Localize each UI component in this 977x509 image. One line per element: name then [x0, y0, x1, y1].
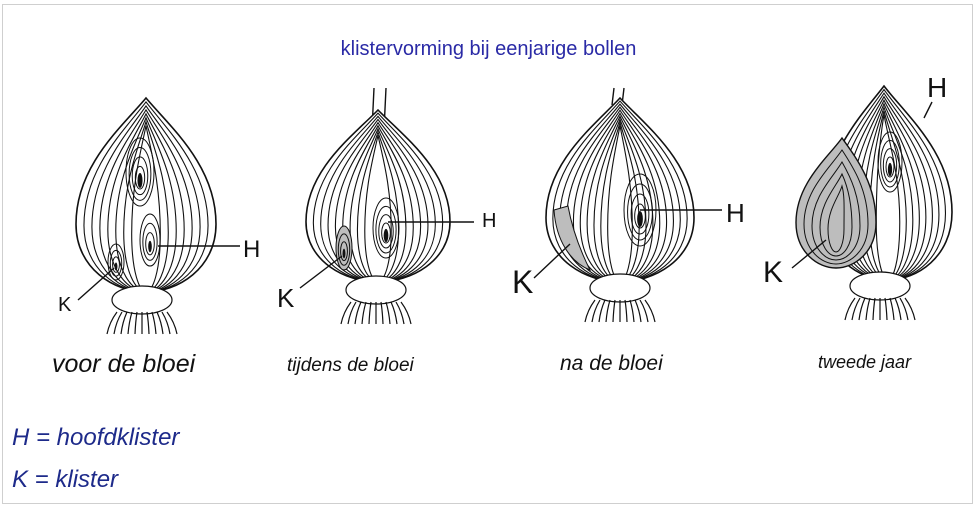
caption-stage-1: voor de bloei: [52, 350, 195, 379]
bulb-2-klister-core: [343, 249, 346, 259]
label-h-stage-1: H: [243, 236, 260, 264]
bulb-2-k-pointer: [300, 256, 342, 288]
bulb-2-root: [369, 302, 371, 324]
bulb-4-root: [885, 298, 887, 320]
bulb-2-root: [391, 302, 397, 324]
bulb-1-root: [121, 312, 127, 334]
bulb-3-root: [599, 300, 605, 322]
bulb-1-klister-core: [115, 263, 118, 271]
label-h-stage-2: H: [482, 210, 496, 233]
bulb-3-root: [606, 300, 610, 322]
bulb-2-basal-plate: [346, 276, 406, 304]
bulb-3-root: [645, 300, 655, 322]
bulb-4-h-pointer: [924, 102, 932, 118]
bulb-4-root: [905, 298, 915, 320]
legend-h: H = hoofdklister: [12, 424, 179, 452]
bulb-2-root: [362, 302, 366, 324]
bulb-4-root: [895, 298, 901, 320]
bulb-1-root: [147, 312, 149, 334]
bulb-4-basal-plate: [850, 272, 910, 300]
bulb-1-root: [128, 312, 132, 334]
bulb-2-root: [341, 302, 351, 324]
bulb-2-root: [381, 302, 383, 324]
legend-k: K = klister: [12, 466, 118, 494]
bulb-1-basal-plate: [112, 286, 172, 314]
bulb-4-root: [873, 298, 875, 320]
label-k-stage-4: K: [763, 256, 783, 290]
bulb-4-root: [866, 298, 870, 320]
bulb-3-hoofdklister-core: [637, 211, 643, 227]
bulb-3-root: [625, 300, 627, 322]
bulb-1-root: [107, 312, 117, 334]
bulb-1-root: [152, 312, 156, 334]
bulb-4-root: [859, 298, 865, 320]
label-k-stage-1: K: [58, 294, 71, 317]
bulb-3-root: [613, 300, 615, 322]
label-h-stage-3: H: [726, 198, 745, 229]
caption-stage-3: na de bloei: [560, 352, 663, 376]
label-k-stage-2: K: [277, 283, 294, 314]
bulb-3-root: [585, 300, 595, 322]
bulb-2-root: [386, 302, 390, 324]
label-h-stage-4: H: [927, 72, 947, 104]
bulb-2-hoofdklister-core: [384, 229, 389, 242]
bulb-1-root: [167, 312, 177, 334]
caption-stage-2: tijdens de bloei: [287, 355, 414, 377]
bulb-3-root: [630, 300, 634, 322]
bulb-1-hoofdklister-core: [148, 241, 152, 252]
bulb-1-root: [135, 312, 137, 334]
caption-stage-4: tweede jaar: [818, 352, 911, 373]
label-k-stage-3: K: [512, 264, 533, 301]
bulb-2-root: [401, 302, 411, 324]
bulb-3-root: [635, 300, 641, 322]
bulb-2-root: [355, 302, 361, 324]
bulb-4-root: [890, 298, 894, 320]
bulb-4-root: [845, 298, 855, 320]
bulb-1-root: [157, 312, 163, 334]
bulb-4-hoofdklister-core: [888, 163, 892, 176]
bulb-1-center-bud-core: [137, 173, 142, 188]
bulb-3-basal-plate: [590, 274, 650, 302]
